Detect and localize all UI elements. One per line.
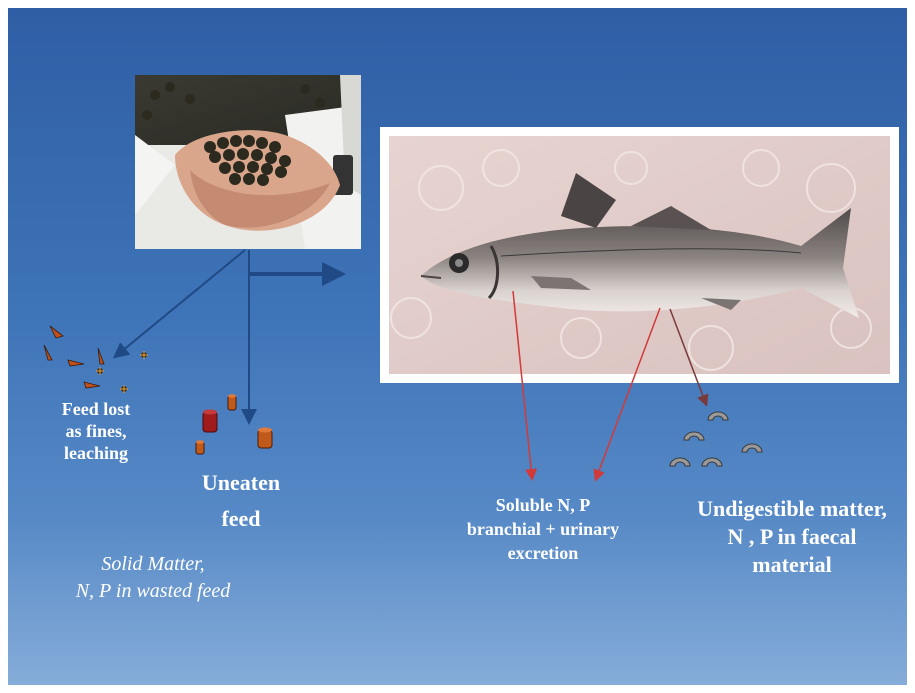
- uneaten-pellets-icon: [196, 394, 272, 454]
- uneaten-feed-label: Uneaten feed: [176, 465, 306, 537]
- soluble-excretion-label: Soluble N, P branchial + urinary excreti…: [438, 493, 648, 565]
- faecal-material-icon: [670, 412, 762, 466]
- fines-particles-icon: [44, 326, 148, 393]
- feed-lost-line-2: as fines,: [26, 420, 166, 442]
- soluble-line-3: excretion: [438, 541, 648, 565]
- undigestible-matter-label: Undigestible matter, N , P in faecal mat…: [674, 495, 910, 579]
- undig-line-2: N , P in faecal: [674, 523, 910, 551]
- solid-matter-label: Solid Matter, N, P in wasted feed: [28, 551, 278, 605]
- feed-lost-line-1: Feed lost: [26, 398, 166, 420]
- solid-line-2: N, P in wasted feed: [28, 578, 278, 605]
- undig-line-3: material: [674, 551, 910, 579]
- soluble-line-1: Soluble N, P: [438, 493, 648, 517]
- arrow-to-soluble-excretion-2: [596, 308, 660, 479]
- solid-line-1: Solid Matter,: [28, 551, 278, 578]
- soluble-line-2: branchial + urinary: [438, 517, 648, 541]
- arrow-to-soluble-excretion-1: [513, 291, 532, 478]
- uneaten-line-2: feed: [176, 501, 306, 537]
- feed-lost-label: Feed lost as fines, leaching: [26, 398, 166, 464]
- arrow-to-fines: [116, 250, 245, 356]
- undig-line-1: Undigestible matter,: [674, 495, 910, 523]
- arrow-to-faecal-matter: [670, 309, 706, 404]
- feed-lost-line-3: leaching: [26, 442, 166, 464]
- slide-background: Feed lost as fines, leaching Uneaten fee…: [8, 8, 907, 685]
- uneaten-line-1: Uneaten: [176, 465, 306, 501]
